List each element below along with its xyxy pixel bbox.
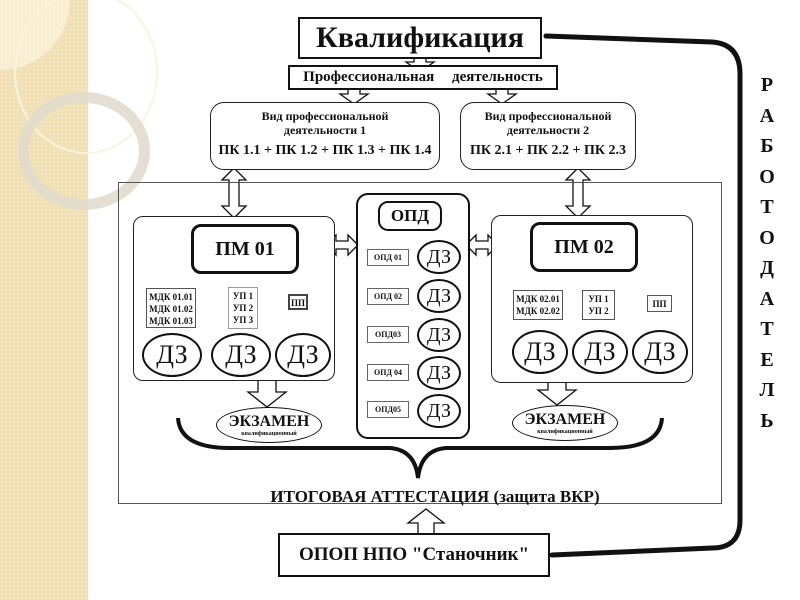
qualification-exam-2: ЭКЗАМЕН квалификационный	[512, 405, 618, 441]
assessment-dz: ДЗ	[211, 333, 271, 377]
opd-item-label: ОПД05	[367, 401, 409, 418]
professional-activity-box: Профессиональная деятельность	[288, 65, 558, 90]
arrow-up-icon	[406, 508, 446, 536]
assessment-dz: ДЗ	[142, 333, 202, 377]
opd-title: ОПД	[378, 201, 442, 231]
assessment-dz: ДЗ	[512, 330, 568, 374]
pp-box: ПП	[288, 294, 308, 310]
arrow-down-icon	[246, 379, 288, 408]
final-attestation: ИТОГОВАЯ АТТЕСТАЦИЯ (защита ВКР)	[270, 487, 600, 506]
activity-type-title: Вид профессиональной деятельности 2	[484, 109, 612, 137]
opd-item-label: ОПД 02	[367, 288, 409, 305]
activity-type-1: Вид профессиональной деятельности 1 ПК 1…	[210, 102, 440, 170]
opd-item-label: ОПД 04	[367, 364, 409, 381]
qualification-title: Квалификация	[298, 17, 542, 59]
mdk-list: МДК 02.01 МДК 02.02	[513, 290, 563, 320]
assessment-dz: ДЗ	[417, 356, 461, 390]
activity-type-2: Вид профессиональной деятельности 2 ПК 2…	[460, 102, 636, 170]
module-title: ПМ 02	[530, 222, 638, 272]
up-list: УП 1 УП 2	[582, 290, 615, 320]
assessment-dz: ДЗ	[417, 394, 461, 428]
up-list: УП 1 УП 2 УП 3	[228, 287, 258, 329]
brace	[176, 417, 664, 479]
program-frame	[118, 182, 722, 504]
ring-decoration	[18, 92, 150, 210]
employer-connector	[543, 33, 743, 558]
opd-item-label: ОПД03	[367, 326, 409, 343]
program-box: ОПОП НПО "Станочник"	[278, 533, 550, 577]
assessment-dz: ДЗ	[275, 333, 331, 377]
pp-box: ПП	[647, 295, 672, 312]
assessment-dz: ДЗ	[572, 330, 628, 374]
competencies: ПК 1.1 + ПК 1.2 + ПК 1.3 + ПК 1.4	[218, 143, 432, 158]
decorative-sidebar	[0, 0, 158, 600]
qualification-exam-1: ЭКЗАМЕН квалификационный	[216, 407, 322, 443]
module-title: ПМ 01	[191, 224, 299, 274]
activity-type-title: Вид профессиональной деятельности 1	[261, 109, 389, 137]
assessment-dz: ДЗ	[417, 240, 461, 274]
opd-item-label: ОПД 01	[367, 249, 409, 266]
assessment-dz: ДЗ	[417, 318, 461, 352]
assessment-dz: ДЗ	[417, 279, 461, 313]
mdk-list: МДК 01.01 МДК 01.02 МДК 01.03	[146, 288, 196, 328]
competencies: ПК 2.1 + ПК 2.2 + ПК 2.3	[469, 143, 627, 158]
assessment-dz: ДЗ	[632, 330, 688, 374]
employer-label: Р А Б О Т О Д А Т Е Л Ь	[759, 74, 775, 432]
